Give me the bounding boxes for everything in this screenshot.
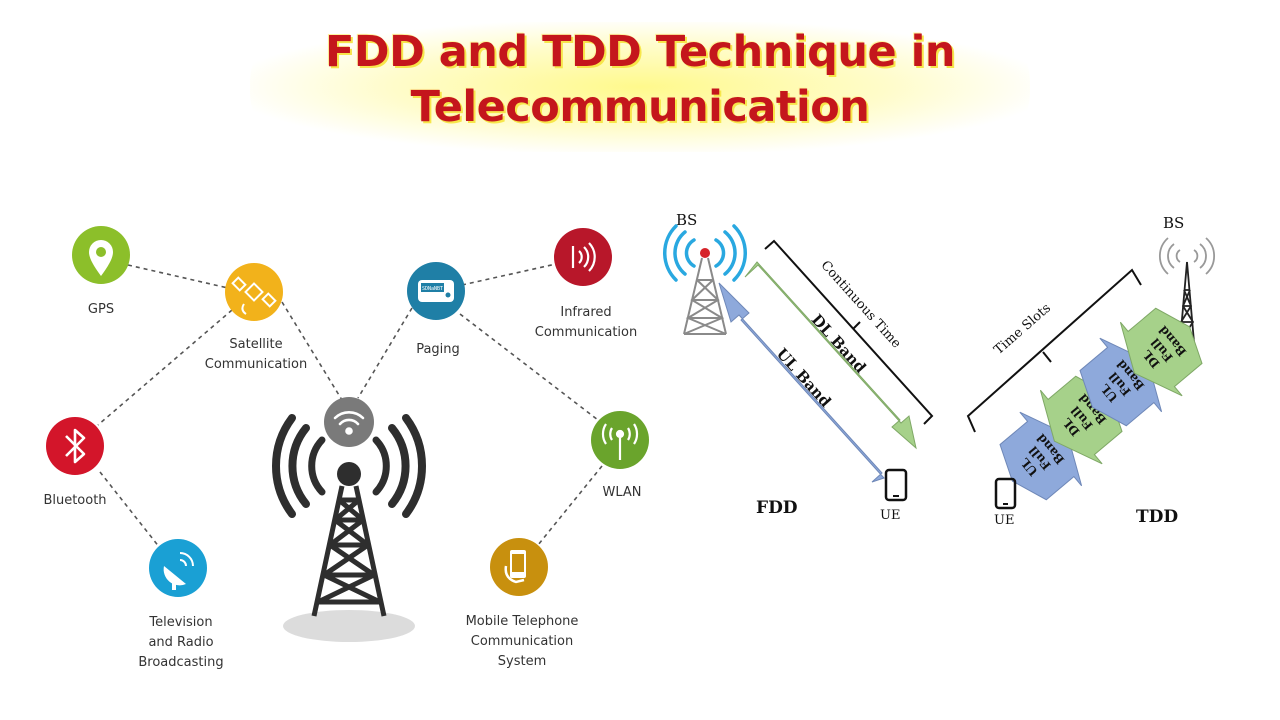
time-slots-label: Time Slots xyxy=(991,301,1054,358)
central-tower xyxy=(272,397,426,642)
svg-text:TDD: TDD xyxy=(1136,507,1178,527)
connection-line xyxy=(537,465,603,546)
wlan-label: WLAN xyxy=(602,485,641,500)
connection-line xyxy=(459,313,599,421)
svg-text:System: System xyxy=(498,654,546,669)
tower-icon xyxy=(311,462,387,617)
tdd-ue-label: UE xyxy=(994,513,1014,528)
mobile-node: Mobile Telephone Communication System xyxy=(466,538,579,669)
tdd-signal-icon xyxy=(1158,237,1216,275)
svg-text:Satellite: Satellite xyxy=(229,337,282,352)
tv-radio-label-line: Television xyxy=(148,615,212,630)
svg-text:UL Band: UL Band xyxy=(773,345,835,411)
pager-icon: SDNaNBT xyxy=(418,280,454,302)
connection-lines xyxy=(97,263,603,549)
title-highlight xyxy=(250,22,1030,152)
wifi-icon xyxy=(333,411,365,435)
connection-line xyxy=(461,263,557,286)
connection-line xyxy=(99,471,161,549)
svg-text:UE: UE xyxy=(994,513,1014,528)
wlan-node: WLAN xyxy=(591,411,649,500)
svg-text:GPS: GPS xyxy=(88,302,114,317)
tdd-title: TDD xyxy=(1136,507,1178,527)
svg-text:BS: BS xyxy=(1163,214,1184,232)
hub-circle xyxy=(324,397,374,447)
satellite-label-line: Satellite xyxy=(229,337,282,352)
svg-text:WLAN: WLAN xyxy=(602,485,641,500)
satellite-label-line: Communication xyxy=(205,357,307,372)
infrared-icon xyxy=(571,242,596,272)
fdd-ue-label: UE xyxy=(880,508,900,523)
connection-line xyxy=(127,264,229,289)
connection-line xyxy=(97,309,233,426)
svg-text:Communication: Communication xyxy=(535,325,637,340)
infrared-label-line: Communication xyxy=(535,325,637,340)
svg-text:Mobile Telephone: Mobile Telephone xyxy=(466,614,579,629)
tv-radio-node: Television and Radio Broadcasting xyxy=(138,539,224,670)
svg-text:Bluetooth: Bluetooth xyxy=(43,493,106,508)
time-slots-bracket xyxy=(966,268,1142,433)
page-title-line-1: FDD and TDD Technique in xyxy=(325,27,955,77)
svg-text:Television: Television xyxy=(148,615,212,630)
dl-band-arrow xyxy=(744,261,917,450)
tdd-diagram: BS Time Slots UL Full Band xyxy=(966,214,1216,528)
fdd-diagram: BS DL Band UL Band Continuous Time U xyxy=(662,211,934,523)
ul-band-label: UL Band xyxy=(773,345,835,411)
radio-waves-icon xyxy=(272,414,426,518)
fdd-signal-icon xyxy=(662,224,748,282)
fdd-ue-phone-icon xyxy=(884,468,908,502)
svg-text:Time Slots: Time Slots xyxy=(991,301,1054,358)
ul-band-arrow xyxy=(718,282,885,483)
map-pin-icon xyxy=(89,240,113,276)
tdd-ue-phone-icon xyxy=(994,477,1017,510)
satellite-icon xyxy=(231,276,277,315)
gps-label: GPS xyxy=(88,302,114,317)
mobile-label-line: Communication xyxy=(471,634,573,649)
mobile-label-line: Mobile Telephone xyxy=(466,614,579,629)
bluetooth-label: Bluetooth xyxy=(43,493,106,508)
svg-text:Broadcasting: Broadcasting xyxy=(138,655,223,670)
mobile-label-line: System xyxy=(498,654,546,669)
mobile-phone-icon xyxy=(504,550,526,584)
tdd-bs-label: BS xyxy=(1163,214,1184,232)
fdd-tower-icon xyxy=(683,248,727,335)
tower-shadow xyxy=(283,610,415,642)
bluetooth-icon xyxy=(65,428,86,464)
wlan-antenna-icon xyxy=(601,423,639,460)
tdd-slot-dl: DL Full Band xyxy=(1119,307,1203,397)
svg-text:Communication: Communication xyxy=(471,634,573,649)
svg-text:Communication: Communication xyxy=(205,357,307,372)
paging-node: SDNaNBT Paging xyxy=(407,262,465,357)
continuous-time-bracket xyxy=(764,239,934,425)
tdd-slot-ul: UL Full Band xyxy=(1079,337,1163,427)
svg-text:UE: UE xyxy=(880,508,900,523)
svg-text:Paging: Paging xyxy=(416,342,460,357)
fdd-bs-label: BS xyxy=(676,211,697,229)
fdd-title: FDD xyxy=(756,498,798,518)
svg-text:FDD: FDD xyxy=(756,498,798,518)
tv-radio-label-line: Broadcasting xyxy=(138,655,223,670)
infrared-node: Infrared Communication xyxy=(535,228,637,340)
tv-radio-label-line: and Radio xyxy=(148,635,213,650)
svg-text:Infrared: Infrared xyxy=(560,305,611,320)
paging-label: Paging xyxy=(416,342,460,357)
gps-node: GPS xyxy=(72,226,130,317)
connection-line xyxy=(357,307,413,399)
infrared-label-line: Infrared xyxy=(560,305,611,320)
svg-text:DL Band: DL Band xyxy=(808,311,870,377)
dl-band-label: DL Band xyxy=(808,311,870,377)
satellite-node: Satellite Communication xyxy=(205,263,307,372)
svg-text:and Radio: and Radio xyxy=(148,635,213,650)
page-title-line-2: Telecommunication xyxy=(410,82,870,132)
satellite-dish-icon xyxy=(163,552,194,590)
pager-screen-text: SDNaNBT xyxy=(422,286,443,292)
connection-line xyxy=(281,301,343,401)
svg-text:BS: BS xyxy=(676,211,697,229)
bluetooth-node: Bluetooth xyxy=(43,417,107,508)
